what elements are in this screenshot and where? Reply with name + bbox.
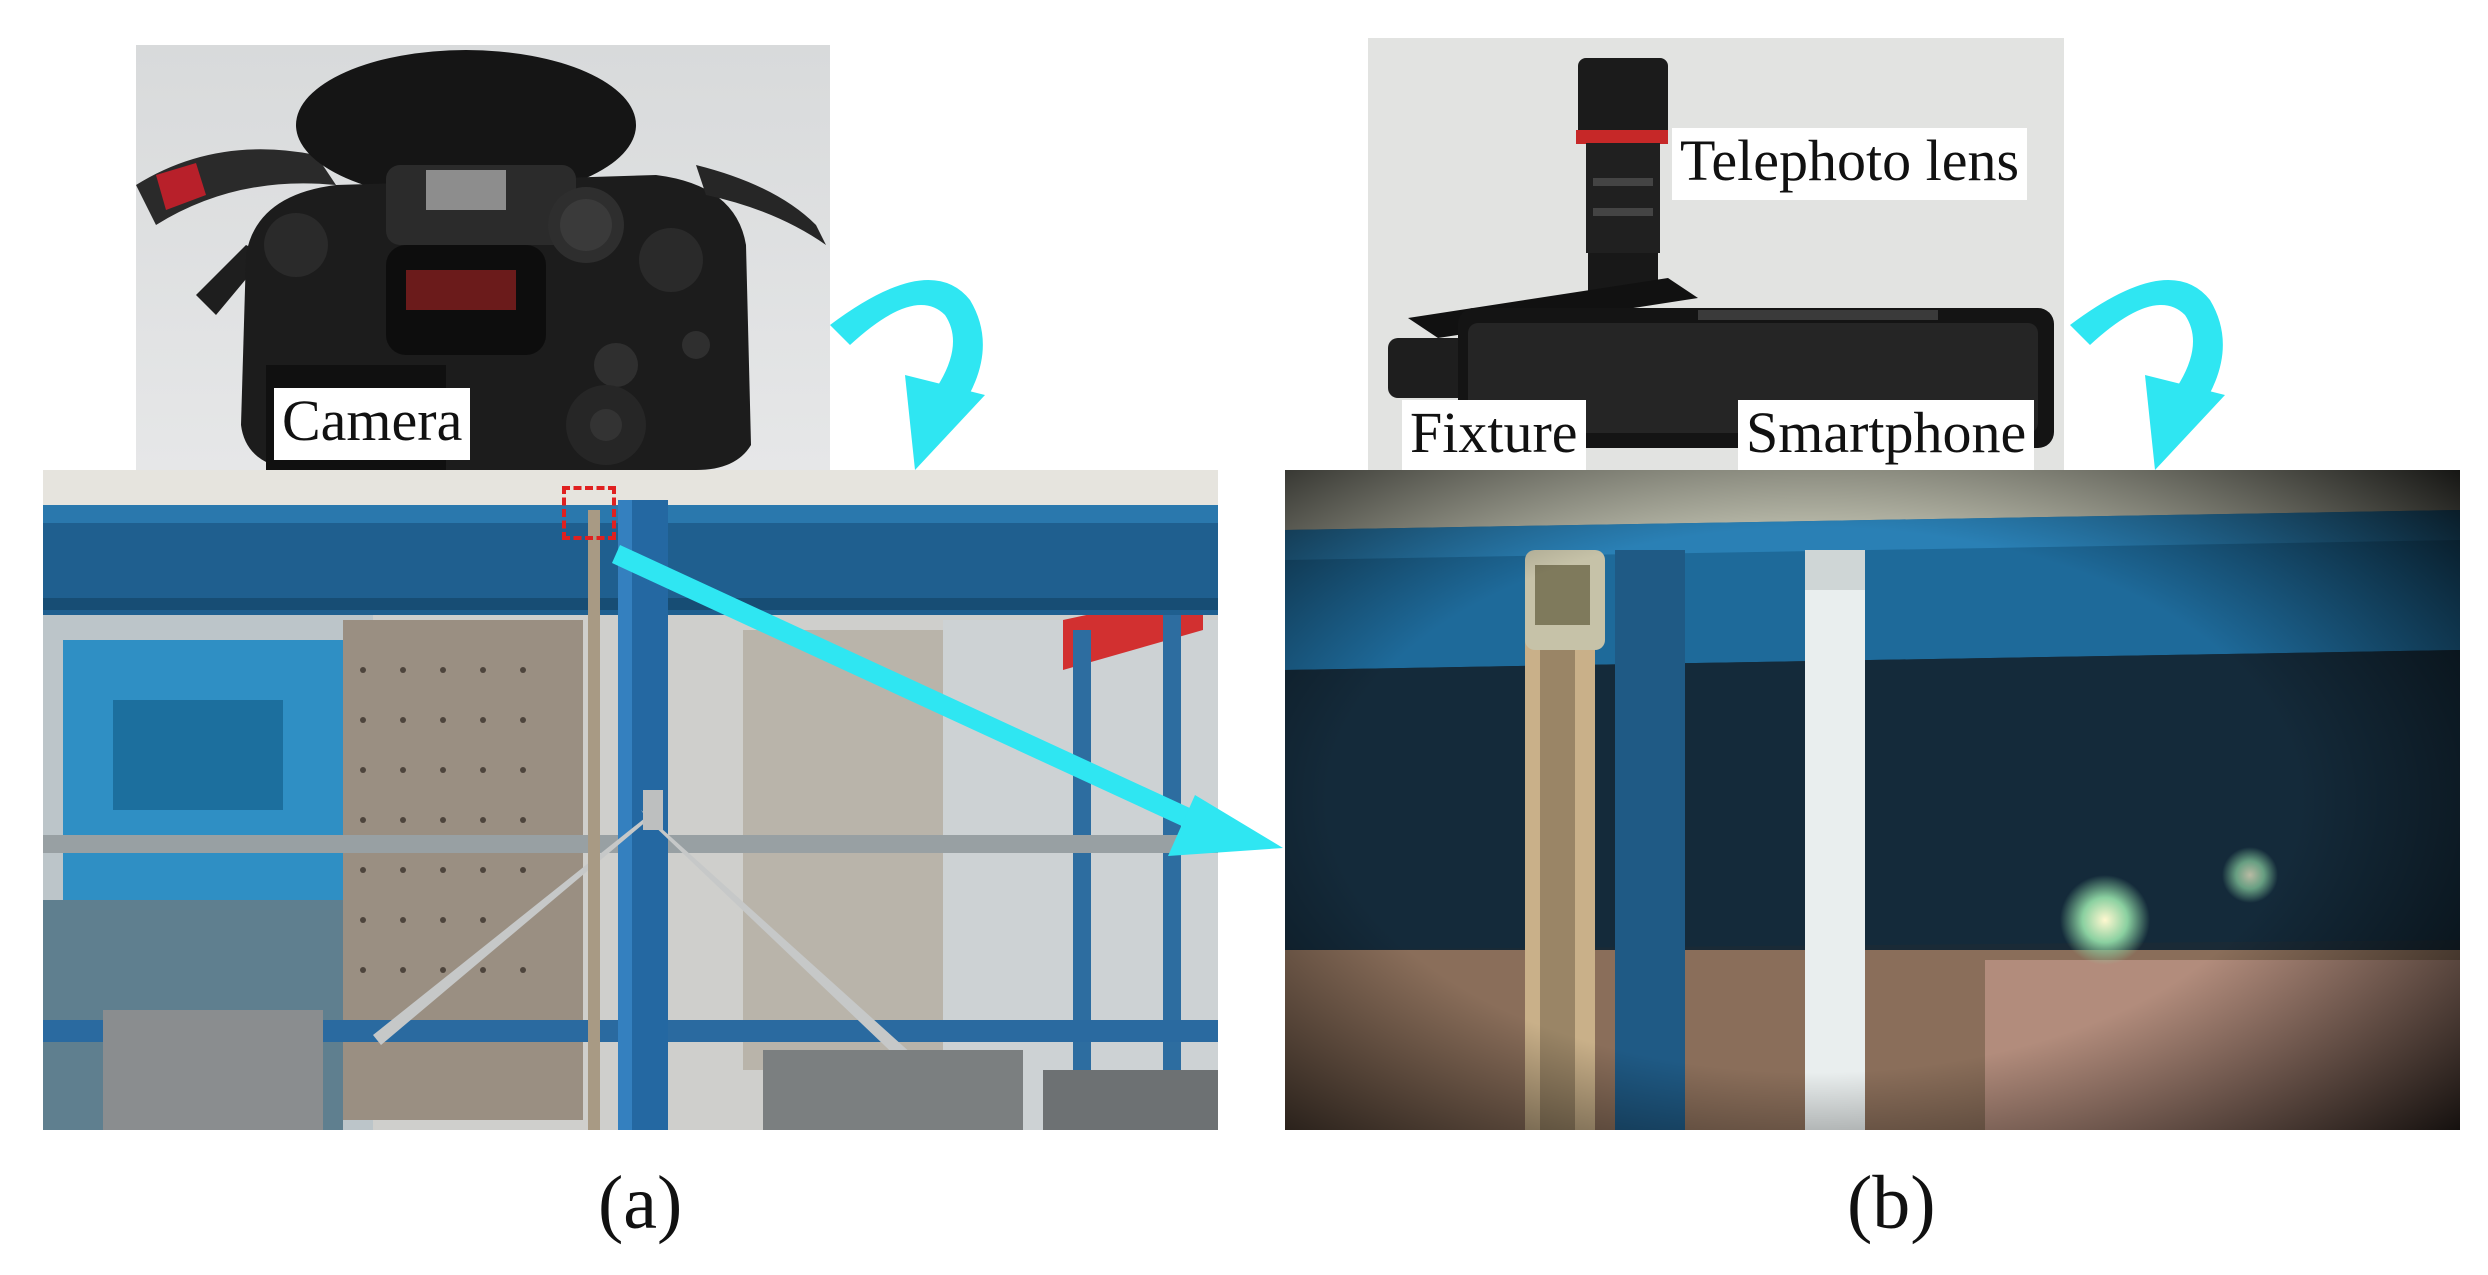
camera-photo: Camera [136, 45, 830, 470]
curved-arrow-a-icon [830, 280, 985, 470]
caption-b: (b) [1847, 1161, 1936, 1245]
camera-scene-photo [43, 470, 1218, 1130]
telephoto-lens-label: Telephoto lens [1672, 128, 2028, 200]
target-marker [562, 486, 616, 540]
smartphone-photo: Telephoto lens Fixture Smartphone [1368, 38, 2064, 470]
fixture-label: Fixture [1402, 400, 1586, 470]
smartphone-label: Smartphone [1738, 400, 2035, 470]
smartphone-scene-photo [1285, 470, 2460, 1130]
curved-arrow-b-icon [2070, 280, 2225, 470]
caption-a: (a) [598, 1161, 683, 1245]
camera-label: Camera [274, 388, 471, 460]
